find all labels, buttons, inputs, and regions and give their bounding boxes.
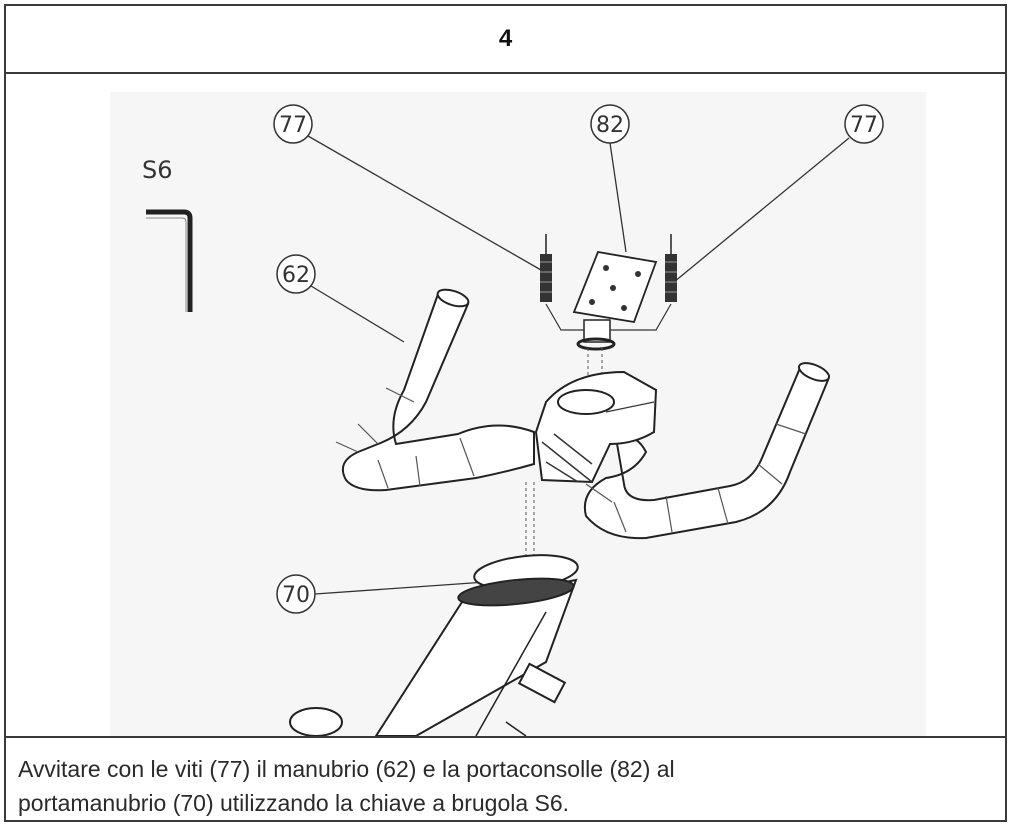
instruction-caption: Avvitare con le viti (77) il manubrio (6…: [6, 736, 1005, 820]
svg-text:82: 82: [596, 113, 624, 138]
step-number: 4: [6, 6, 1005, 74]
console-bracket: [545, 250, 672, 382]
caption-line-1: Avvitare con le viti (77) il manubrio (6…: [18, 756, 675, 782]
callout-70: 70: [276, 574, 487, 614]
svg-text:77: 77: [279, 113, 307, 138]
callout-62: 62: [276, 254, 405, 343]
svg-text:77: 77: [850, 113, 878, 138]
callout-77-right: 77: [673, 104, 884, 283]
instruction-panel: 4 S6 77 82: [4, 4, 1007, 822]
assembly-drawing: S6 77 82 77: [110, 92, 926, 736]
tool-label: S6: [142, 156, 173, 184]
hex-key-icon: S6: [142, 156, 193, 312]
stem-clamp: [525, 370, 658, 572]
assembly-diagram: S6 77 82 77: [6, 72, 1005, 736]
handlebar-post: [289, 554, 579, 736]
caption-line-2: portamanubrio (70) utilizzando la chiave…: [18, 790, 570, 816]
screw-left: [540, 234, 552, 302]
svg-text:62: 62: [282, 263, 310, 288]
svg-text:70: 70: [282, 583, 310, 608]
callout-77-left: 77: [273, 104, 542, 271]
screw-right: [665, 234, 677, 302]
callout-82: 82: [590, 104, 630, 253]
handlebar: [335, 288, 831, 540]
